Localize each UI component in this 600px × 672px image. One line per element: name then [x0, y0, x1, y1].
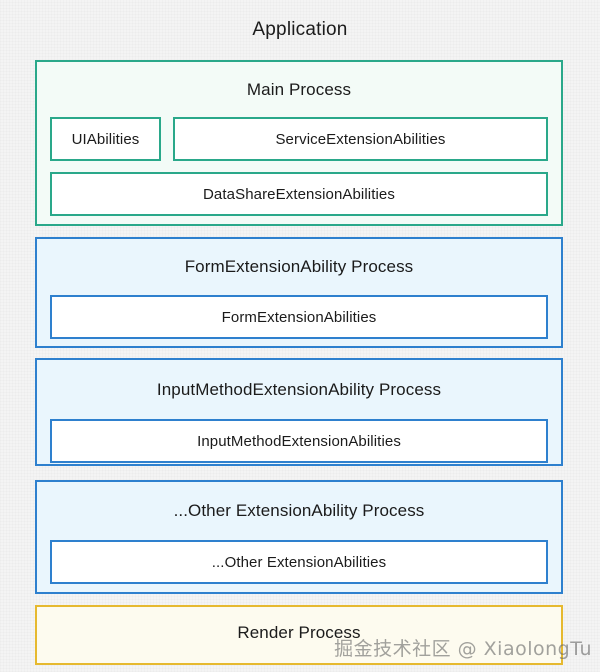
ability-row: InputMethodExtensionAbilities [50, 419, 548, 463]
process-title-inputmethod-extension: InputMethodExtensionAbility Process [156, 380, 442, 399]
ability-box-serviceextensionabilities: ServiceExtensionAbilities [173, 117, 548, 161]
ability-box-formextensionabilities: FormExtensionAbilities [50, 295, 548, 339]
ability-box-uiabilities: UIAbilities [50, 117, 161, 161]
process-title-main: Main Process [246, 80, 352, 99]
process-box-form-extension: FormExtensionAbility Process FormExtensi… [35, 237, 563, 348]
process-title-other-extension: ...Other ExtensionAbility Process [173, 501, 425, 520]
ability-row: DataShareExtensionAbilities [50, 172, 548, 216]
process-box-main: Main Process UIAbilities ServiceExtensio… [35, 60, 563, 226]
process-box-render: Render Process [35, 605, 563, 665]
watermark: 掘金技术社区 @ XiaolongTu [334, 638, 592, 660]
page-title: Application [252, 19, 348, 40]
ability-box-other-extensionabilities: ...Other ExtensionAbilities [50, 540, 548, 584]
ability-row: UIAbilities ServiceExtensionAbilities [50, 117, 548, 161]
process-box-inputmethod-extension: InputMethodExtensionAbility Process Inpu… [35, 358, 563, 466]
process-box-other-extension: ...Other ExtensionAbility Process ...Oth… [35, 480, 563, 594]
ability-row: ...Other ExtensionAbilities [50, 540, 548, 584]
ability-box-datashareextensionabilities: DataShareExtensionAbilities [50, 172, 548, 216]
process-title-render: Render Process [237, 623, 361, 642]
ability-row: FormExtensionAbilities [50, 295, 548, 339]
ability-box-inputmethodextensionabilities: InputMethodExtensionAbilities [50, 419, 548, 463]
process-title-form-extension: FormExtensionAbility Process [184, 257, 414, 276]
